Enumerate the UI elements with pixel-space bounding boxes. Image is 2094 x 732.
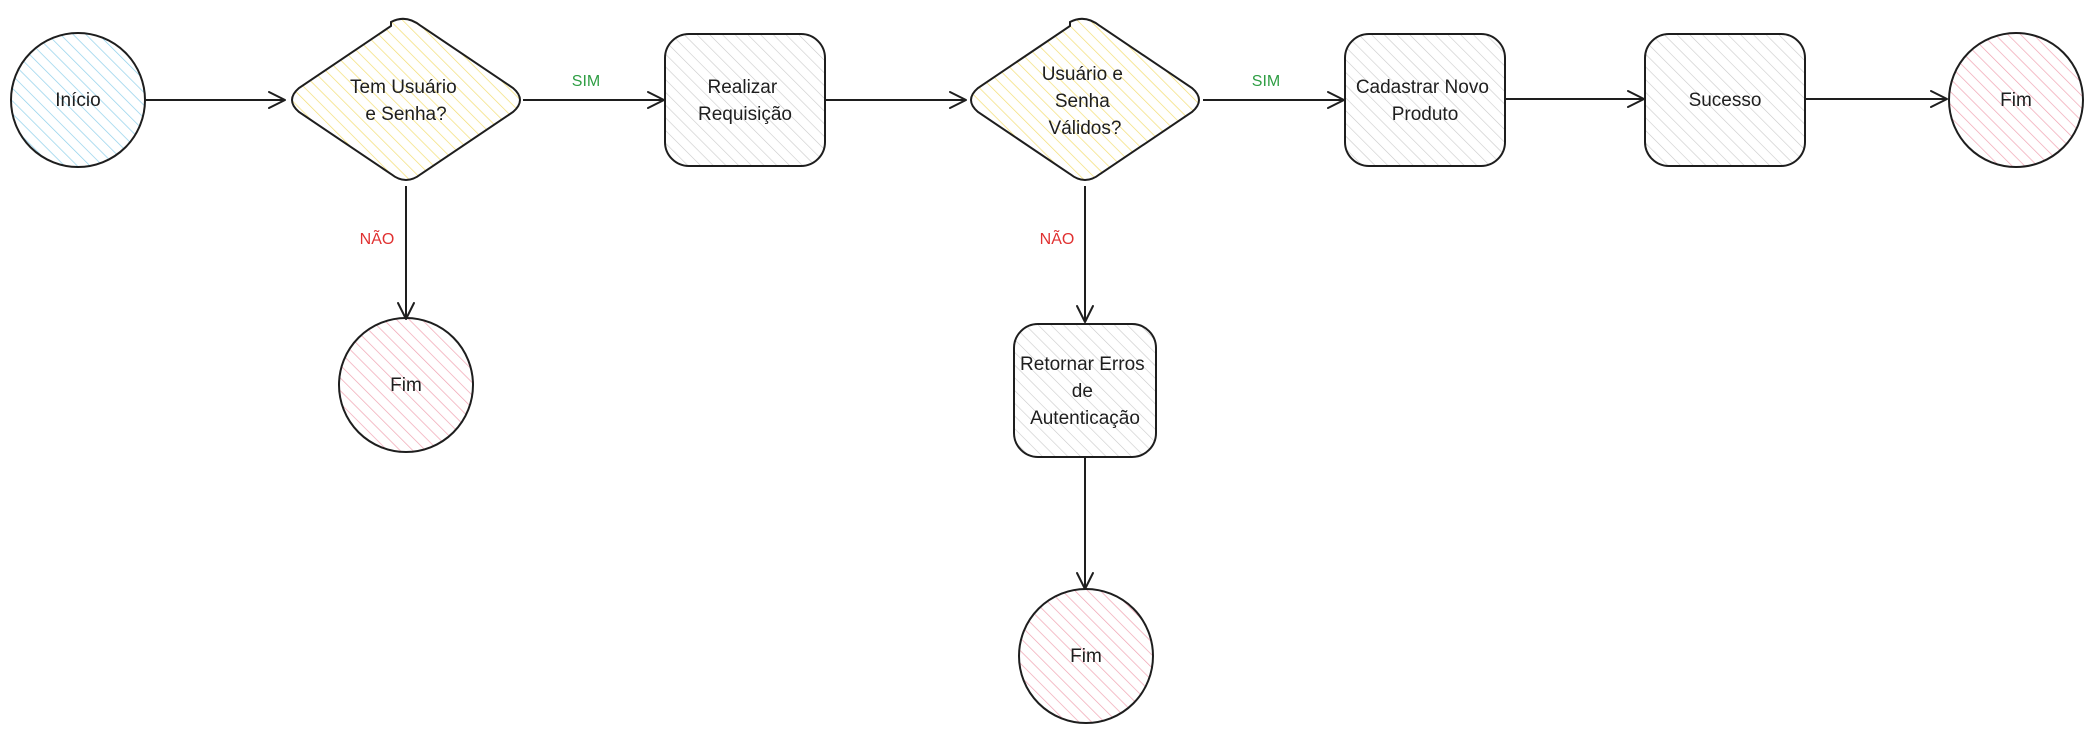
node-label: Fim	[1070, 646, 1102, 667]
process-node-cadastrar-novo-produto: Cadastrar Novo Produto	[1344, 33, 1506, 167]
node-label: Sucesso	[1689, 90, 1762, 111]
node-label-line: Retornar Erros	[1020, 354, 1145, 375]
node-label-line: Usuário e	[1042, 64, 1123, 85]
node-label: Tem Usuário e Senha?	[350, 77, 462, 125]
node-label-line: Requisição	[698, 104, 792, 125]
node-label-line: Autenticação	[1030, 408, 1140, 429]
node-label-line: Produto	[1392, 104, 1459, 125]
start-node-inicio: Início	[10, 32, 146, 168]
end-node-fim: Fim	[1948, 32, 2084, 168]
node-label-line: Válidos?	[1049, 118, 1122, 139]
decision-node-usuario-senha-validos: Usuário e Senha Válidos?	[970, 17, 1200, 181]
node-label: Início	[55, 90, 100, 111]
process-node-realizar-requisicao: Realizar Requisição	[664, 33, 826, 167]
node-label-line: e Senha?	[365, 104, 446, 125]
node-label-line: Fim	[1070, 646, 1102, 667]
edge-label-sim: SIM	[1252, 73, 1280, 90]
node-label: Usuário e Senha Válidos?	[1042, 64, 1129, 139]
end-node-fim: Fim	[338, 317, 474, 453]
edge-label-nao: NÃO	[360, 228, 395, 248]
process-node-retornar-erros: Retornar Erros de Autenticação	[1013, 323, 1157, 458]
node-label-line: Tem Usuário	[350, 77, 457, 98]
node-label: Retornar Erros de Autenticação	[1020, 354, 1150, 429]
node-label-line: Cadastrar Novo	[1356, 77, 1489, 98]
node-label-line: Sucesso	[1689, 90, 1762, 111]
node-label-line: Fim	[390, 375, 422, 396]
node-label: Realizar Requisição	[698, 77, 792, 125]
edge-label-nao: NÃO	[1040, 228, 1075, 248]
decision-node-tem-usuario: Tem Usuário e Senha?	[291, 17, 521, 181]
end-node-fim: Fim	[1018, 588, 1154, 724]
edge-label-sim: SIM	[572, 73, 600, 90]
node-label: Fim	[2000, 90, 2032, 111]
node-label: Cadastrar Novo Produto	[1356, 77, 1494, 125]
node-label-line: Fim	[2000, 90, 2032, 111]
node-label-line: Realizar	[708, 77, 778, 98]
node-label: Fim	[390, 375, 422, 396]
process-node-sucesso: Sucesso	[1644, 33, 1806, 167]
node-label-line: Início	[55, 90, 100, 111]
node-label-line: Senha	[1055, 91, 1110, 112]
node-label-line: de	[1072, 381, 1093, 402]
